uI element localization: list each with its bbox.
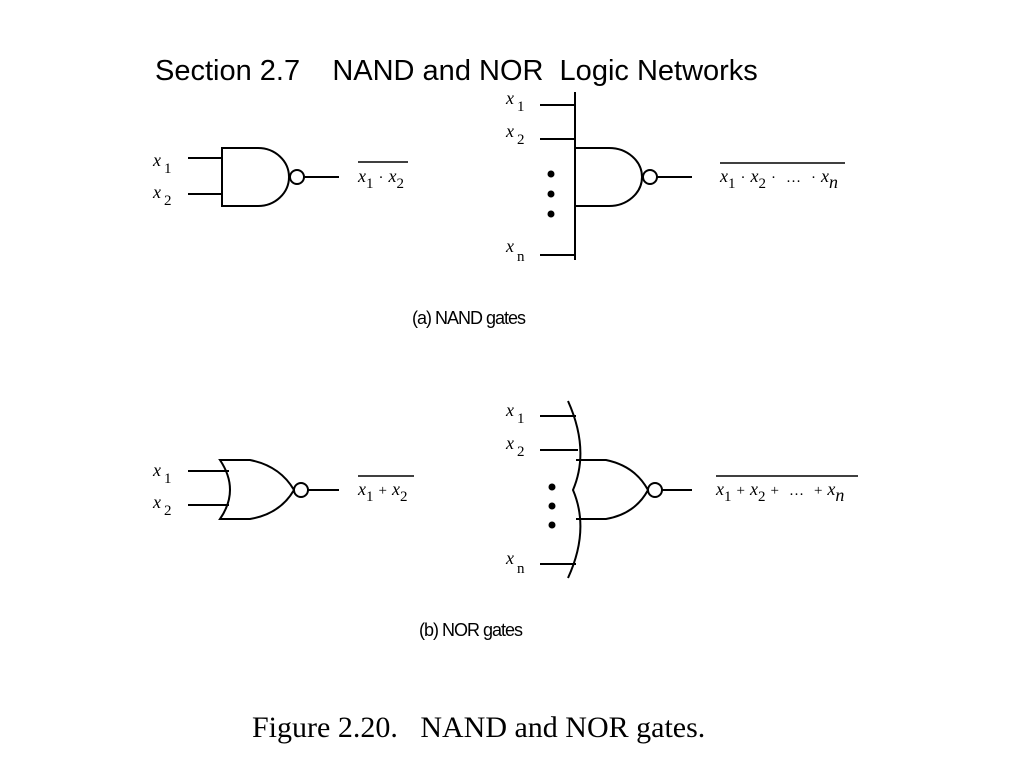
nor2-input-2-var: x [152, 492, 161, 512]
nor-subcaption: (b) NOR gates [419, 620, 523, 640]
expr-subscript: 1 [366, 489, 374, 505]
nandn-input-1-var: x [505, 88, 514, 108]
expr-operator: + [737, 483, 745, 499]
nor2-bubble [293, 482, 309, 498]
norn-input-1-index: 1 [517, 411, 525, 427]
nand2-input-1-index: 1 [164, 161, 172, 177]
expr-subscript: 1 [724, 489, 732, 505]
nor2-input-2-index: 2 [164, 503, 172, 519]
norn-ellipsis-dot-2 [548, 502, 556, 510]
norn-input-1-var: x [505, 400, 514, 420]
figure-caption: Figure 2.20. NAND and NOR gates. [252, 711, 705, 744]
expr-variable: x [719, 166, 728, 186]
nandn-ellipsis-dot-3 [547, 210, 555, 218]
nandn-input-n-index: n [517, 249, 525, 265]
nand2-input-2-index: 2 [164, 193, 172, 209]
expr-operator: … [786, 170, 801, 186]
expr-subscript: n [829, 172, 838, 192]
norn-input-bus [567, 400, 582, 579]
norn-input-2-var: x [505, 433, 514, 453]
expr-operator: · [771, 170, 776, 186]
norn-ellipsis-dot-3 [548, 521, 556, 529]
expr-variable: x [388, 166, 397, 186]
expr-variable: x [820, 166, 829, 186]
nand2-body [221, 147, 290, 207]
page-title: Section 2.7 NAND and NOR Logic Networks [155, 55, 758, 87]
expr-subscript: 2 [759, 176, 767, 192]
nandn-ellipsis-dot-1 [547, 170, 555, 178]
norn-input-n-index: n [517, 561, 525, 577]
expr-operator: + [770, 483, 778, 499]
expr-subscript: 1 [728, 176, 736, 192]
expr-operator: · [741, 170, 746, 186]
expr-variable: x [750, 166, 759, 186]
nor2-body [218, 459, 296, 520]
nand2-input-1-var: x [152, 150, 161, 170]
expr-subscript: 2 [400, 489, 408, 505]
expr-operator: + [814, 483, 822, 499]
nandn-bubble [642, 169, 658, 185]
nandn-body [575, 147, 643, 207]
expr-operator: · [379, 170, 384, 186]
norn-input-2-index: 2 [517, 444, 525, 460]
nand2-bubble [289, 169, 305, 185]
nor2-input-1-index: 1 [164, 471, 172, 487]
expr-subscript: 2 [758, 489, 766, 505]
expr-operator: · [811, 170, 816, 186]
expr-subscript: 1 [366, 176, 374, 192]
nandn-input-1-index: 1 [517, 99, 525, 115]
expr-operator: + [379, 483, 387, 499]
expr-variable: x [826, 479, 835, 499]
norn-body [576, 459, 650, 520]
nand2-input-2-var: x [152, 182, 161, 202]
norn-bubble [647, 482, 663, 498]
expr-variable: x [715, 479, 724, 499]
nandn-input-2-index: 2 [517, 132, 525, 148]
expr-variable: x [357, 479, 366, 499]
expr-variable: x [357, 166, 366, 186]
nandn-input-n-var: x [505, 236, 514, 256]
nandn-input-2-var: x [505, 121, 514, 141]
expr-variable: x [749, 479, 758, 499]
expr-subscript: 2 [397, 176, 405, 192]
norn-ellipsis-dot-1 [548, 483, 556, 491]
expr-subscript: n [835, 485, 844, 505]
nor2-input-1-var: x [152, 460, 161, 480]
expr-operator: … [789, 483, 804, 499]
nand-subcaption: (a) NAND gates [412, 308, 526, 328]
expr-variable: x [391, 479, 400, 499]
norn-input-n-var: x [505, 548, 514, 568]
nandn-ellipsis-dot-2 [547, 190, 555, 198]
